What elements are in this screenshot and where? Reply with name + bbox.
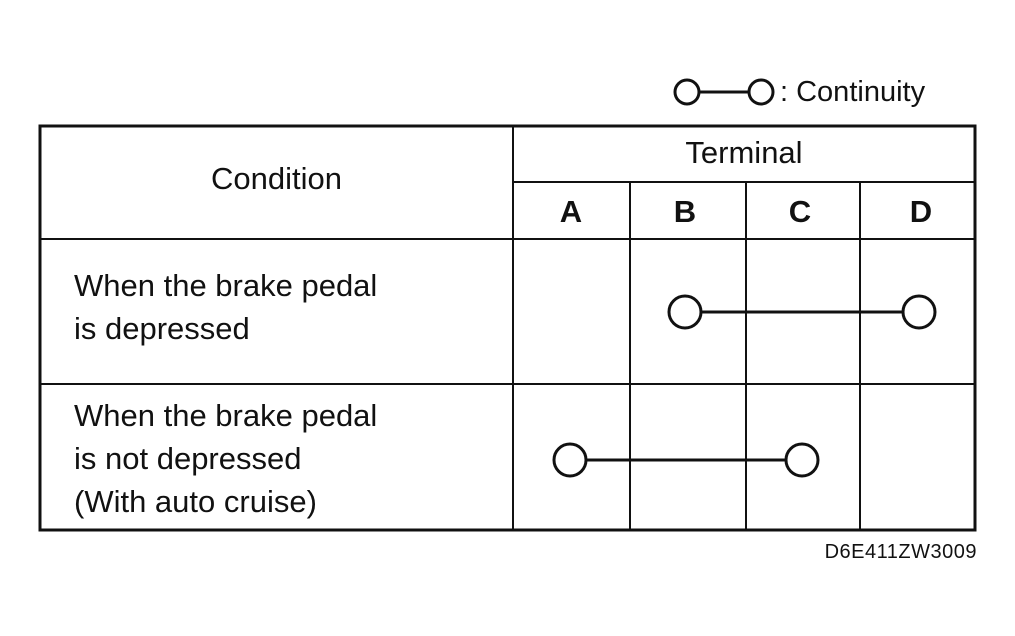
terminal-a-node <box>552 442 588 478</box>
legend: : Continuity <box>672 74 925 110</box>
terminal-label-b: B <box>673 194 697 229</box>
continuity-symbol-icon <box>673 78 775 106</box>
legend-label: : Continuity <box>780 75 926 108</box>
figure-code: D6E411ZW3009 <box>824 541 977 563</box>
condition-row-1: When the brake pedal is depressed <box>74 268 378 346</box>
table-border <box>38 124 977 532</box>
condition-row-2: When the brake pedal is not depressed (W… <box>74 398 378 519</box>
terminal-header: Terminal <box>685 135 803 170</box>
terminal-d-node <box>901 294 937 330</box>
terminal-c-node <box>784 442 820 478</box>
condition-header: Condition <box>211 161 342 196</box>
terminal-b-node <box>667 294 703 330</box>
continuity-row-2 <box>552 442 820 478</box>
terminal-label-c: C <box>788 194 812 229</box>
terminal-label-d: D <box>909 194 933 229</box>
continuity-row-1 <box>667 294 937 330</box>
terminal-label-a: A <box>559 194 583 229</box>
